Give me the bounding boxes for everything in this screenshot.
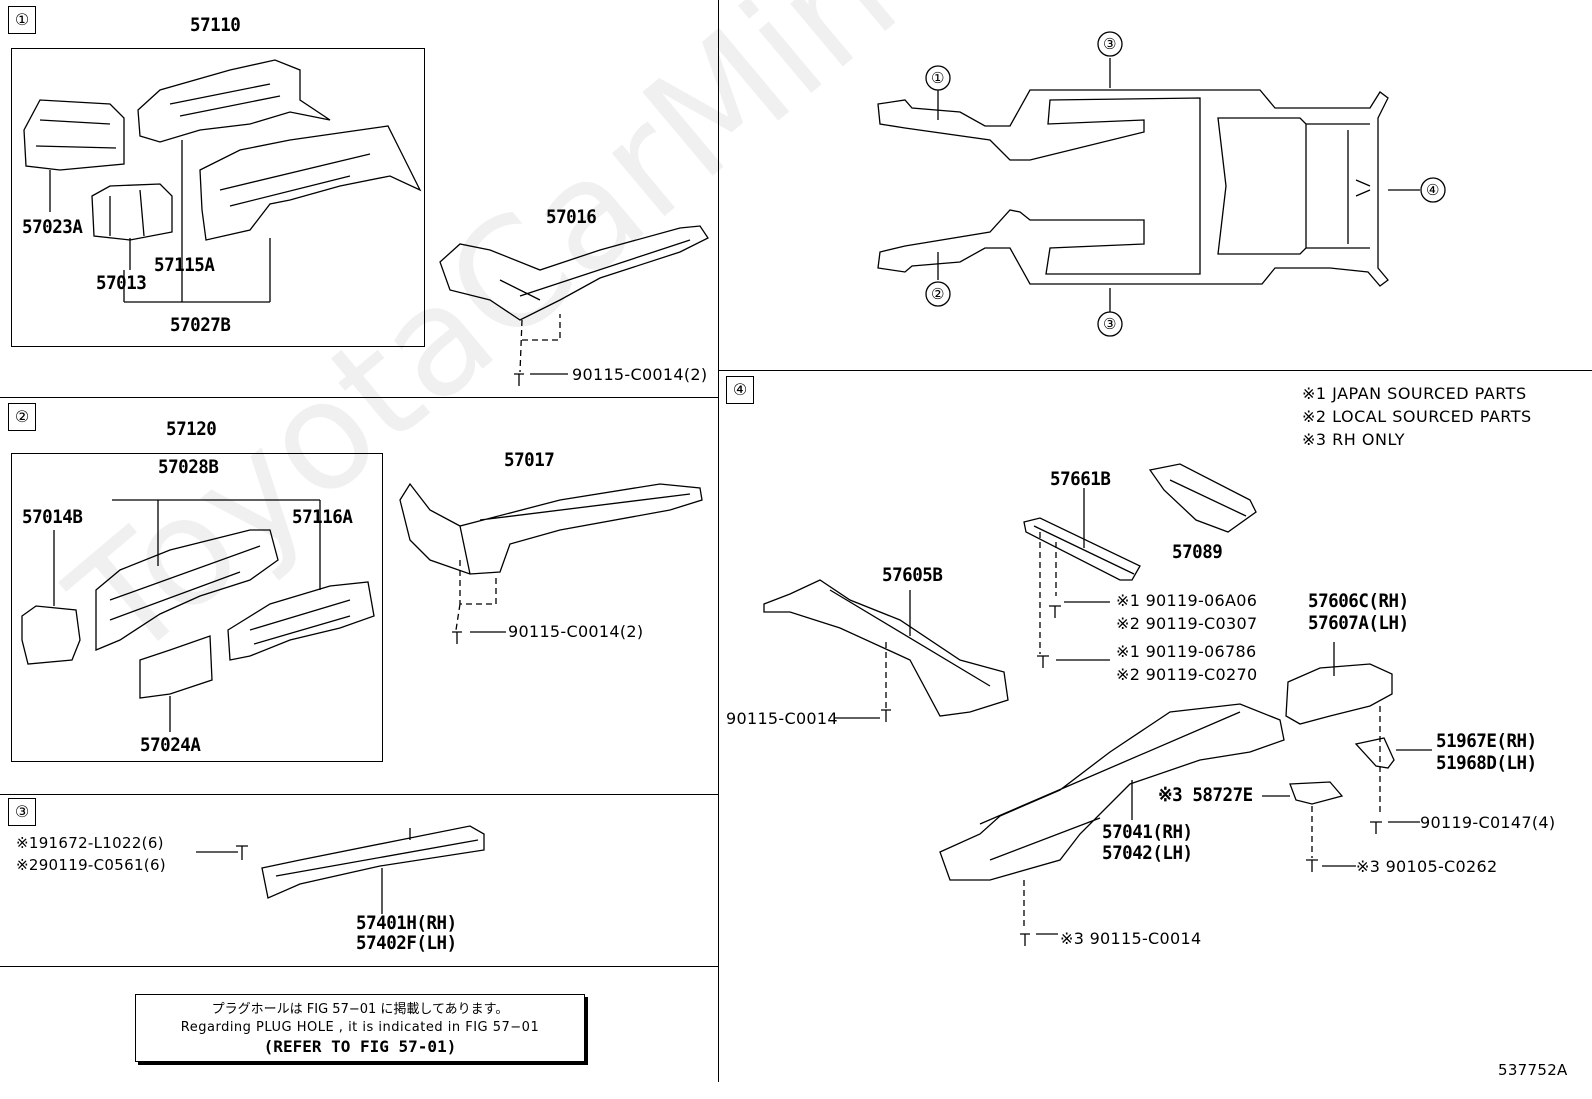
section-tag-4: ④ xyxy=(726,376,754,404)
panel-divider-right xyxy=(718,370,1592,371)
label-57023A[interactable]: 57023A xyxy=(22,216,83,238)
label-57017[interactable]: 57017 xyxy=(504,449,555,471)
label-57089[interactable]: 57089 xyxy=(1172,541,1223,563)
label-57013[interactable]: 57013 xyxy=(96,272,147,294)
bolt-90119-06A06[interactable]: ※1 90119-06A06 xyxy=(1116,591,1258,610)
part-57041-art xyxy=(939,703,1285,881)
part-57016-art xyxy=(439,225,709,321)
bolt-90105-C0262[interactable]: ※3 90105-C0262 xyxy=(1356,857,1498,876)
bolt-90119-C0307[interactable]: ※2 90119-C0307 xyxy=(1116,614,1258,633)
overview-callout-4: ④ xyxy=(1426,181,1440,199)
label-57605B[interactable]: 57605B xyxy=(882,564,943,586)
label-57120[interactable]: 57120 xyxy=(166,418,217,440)
label-57014B[interactable]: 57014B xyxy=(22,506,83,528)
bolt-90115-C0014-panel4a[interactable]: 90115-C0014 xyxy=(726,709,838,728)
legend-local-sourced: ※2 LOCAL SOURCED PARTS xyxy=(1302,407,1532,426)
part-57017-art xyxy=(399,482,703,575)
label-57024A[interactable]: 57024A xyxy=(140,734,201,756)
part-57013-art xyxy=(91,183,173,241)
label-57606C[interactable]: 57606C(RH) xyxy=(1308,590,1409,612)
part-57605B-art xyxy=(763,579,1009,717)
part-57661B-art xyxy=(1023,517,1141,581)
label-57401H[interactable]: 57401H(RH) xyxy=(356,912,457,934)
bolt-90119-06786[interactable]: ※1 90119-06786 xyxy=(1116,642,1257,661)
bolt-90119-C0561[interactable]: ※290119-C0561(6) xyxy=(16,856,166,874)
part-57120-art xyxy=(95,529,279,651)
label-51968D[interactable]: 51968D(LH) xyxy=(1436,752,1537,774)
section-tag-2: ② xyxy=(8,403,36,431)
part-57023A-art xyxy=(23,99,125,171)
bolt-90115-C0014-2-panel1[interactable]: 90115-C0014(2) xyxy=(572,365,708,384)
part-57027B-art xyxy=(199,125,422,241)
part-57089-art xyxy=(1148,463,1257,533)
legend: ※1 JAPAN SOURCED PARTS ※2 LOCAL SOURCED … xyxy=(1302,382,1532,451)
part-57024A-art xyxy=(139,635,213,699)
label-57016[interactable]: 57016 xyxy=(546,206,597,228)
legend-japan-sourced: ※1 JAPAN SOURCED PARTS xyxy=(1302,384,1527,403)
note-japanese: プラグホールは FIG 57−01 に掲載してあります。 xyxy=(211,1002,509,1017)
assembly-box-2 xyxy=(11,453,383,762)
plug-hole-note: プラグホールは FIG 57−01 に掲載してあります。 Regarding P… xyxy=(135,994,585,1062)
label-58727E[interactable]: ※3 58727E xyxy=(1158,784,1253,806)
panel-divider-3 xyxy=(0,966,718,967)
label-57607A[interactable]: 57607A(LH) xyxy=(1308,612,1409,634)
note-english: Regarding PLUG HOLE , it is indicated in… xyxy=(180,1020,540,1035)
panel-divider-2 xyxy=(0,794,718,795)
label-57402F[interactable]: 57402F(LH) xyxy=(356,932,457,954)
part-57116A-art xyxy=(227,581,375,661)
label-51967E[interactable]: 51967E(RH) xyxy=(1436,730,1537,752)
bolt-90115-C0014-panel4b[interactable]: ※3 90115-C0014 xyxy=(1060,929,1202,948)
overview-callout-1: ① xyxy=(931,69,945,87)
label-57041[interactable]: 57041(RH) xyxy=(1102,821,1193,843)
overview-callout-3-top: ③ xyxy=(1103,35,1117,53)
part-57014B-art xyxy=(21,605,81,665)
part-51967E-art xyxy=(1354,737,1395,769)
part-58727E-art xyxy=(1289,781,1344,805)
note-reference[interactable]: (REFER TO FIG 57-01) xyxy=(263,1037,457,1056)
panel-divider-vertical xyxy=(718,0,719,1082)
label-57115A[interactable]: 57115A xyxy=(154,254,215,276)
label-57661B[interactable]: 57661B xyxy=(1050,468,1111,490)
panel-divider-1 xyxy=(0,397,718,398)
overview-callout-3-bottom: ③ xyxy=(1103,315,1117,333)
legend-rh-only: ※3 RH ONLY xyxy=(1302,430,1406,449)
overview-callout-2: ② xyxy=(931,285,945,303)
bolt-90115-C0014-2-panel2[interactable]: 90115-C0014(2) xyxy=(508,622,644,641)
section-tag-1: ① xyxy=(8,6,36,34)
label-57042[interactable]: 57042(LH) xyxy=(1102,842,1193,864)
section-tag-3: ③ xyxy=(8,798,36,826)
bolt-91672-L1022[interactable]: ※191672-L1022(6) xyxy=(16,834,164,852)
part-57606C-art xyxy=(1285,663,1393,725)
label-57027B[interactable]: 57027B xyxy=(170,314,231,336)
bolt-90119-C0270[interactable]: ※2 90119-C0270 xyxy=(1116,665,1258,684)
bolt-90119-C0147[interactable]: 90119-C0147(4) xyxy=(1420,813,1556,832)
overview-frame xyxy=(877,89,1389,287)
label-57028B[interactable]: 57028B xyxy=(158,456,219,478)
label-57116A[interactable]: 57116A xyxy=(292,506,353,528)
label-57110[interactable]: 57110 xyxy=(190,14,241,36)
part-57110-art xyxy=(137,59,331,143)
assembly-box-1 xyxy=(11,48,425,347)
figure-id: 537752A xyxy=(1498,1061,1568,1079)
part-57401H-art xyxy=(261,825,485,899)
